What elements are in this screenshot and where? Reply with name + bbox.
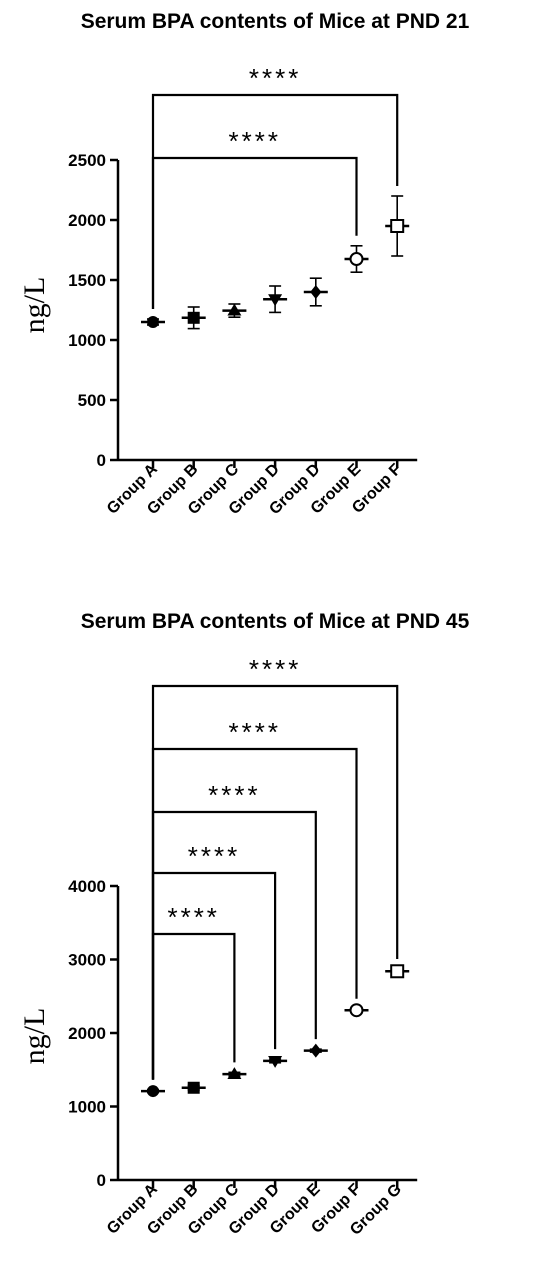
- chart-title: Serum BPA contents of Mice at PND 45: [81, 610, 470, 633]
- data-point-open-circle: [349, 1003, 364, 1018]
- significance-label: ****: [249, 654, 301, 684]
- y-tick-label: 2000: [68, 1024, 106, 1043]
- data-point-diamond: [310, 285, 322, 299]
- significance-bracket: [151, 932, 236, 1080]
- y-tick-label: 1500: [68, 271, 106, 290]
- chart-title: Serum BPA contents of Mice at PND 21: [81, 10, 470, 33]
- significance-bracket: [151, 684, 399, 1080]
- significance-label: ****: [188, 841, 240, 871]
- data-point-triangle-down: [268, 294, 283, 307]
- y-tick-label: 0: [97, 451, 106, 470]
- significance-label: ****: [229, 126, 281, 156]
- data-point-open-circle: [349, 252, 364, 266]
- data-point-square: [187, 1081, 200, 1094]
- data-point-open-square: [390, 964, 405, 979]
- data-point-triangle-down: [268, 1056, 283, 1068]
- y-tick-label: 1000: [68, 331, 106, 350]
- y-tick-label: 4000: [68, 877, 106, 896]
- significance-label: ****: [229, 717, 281, 747]
- data-point-triangle: [227, 303, 242, 316]
- chart-pnd21: Serum BPA contents of Mice at PND 21 ng/…: [18, 10, 470, 518]
- y-axis-label: ng/L: [18, 1008, 51, 1065]
- y-tick-label: 1000: [68, 1098, 106, 1117]
- y-tick-label: 0: [97, 1171, 106, 1190]
- significance-bracket: [151, 93, 399, 309]
- y-axis-label: ng/L: [18, 277, 51, 334]
- chart-pnd45: Serum BPA contents of Mice at PND 45 ng/…: [18, 610, 470, 1239]
- significance-bracket: [151, 156, 358, 309]
- data-point-square: [187, 311, 200, 324]
- significance-label: ****: [249, 63, 301, 93]
- data-point-circle: [147, 1085, 159, 1098]
- y-tick-label: 3000: [68, 951, 106, 970]
- significance-label: ****: [208, 780, 260, 810]
- y-tick-label: 2000: [68, 211, 106, 230]
- data-point-open-square: [390, 219, 405, 233]
- significance-label: ****: [167, 902, 219, 932]
- y-tick-label: 500: [78, 391, 106, 410]
- y-tick-label: 2500: [68, 151, 106, 170]
- data-point-diamond: [310, 1043, 322, 1058]
- data-point-triangle: [227, 1067, 242, 1080]
- data-point-circle: [147, 316, 159, 328]
